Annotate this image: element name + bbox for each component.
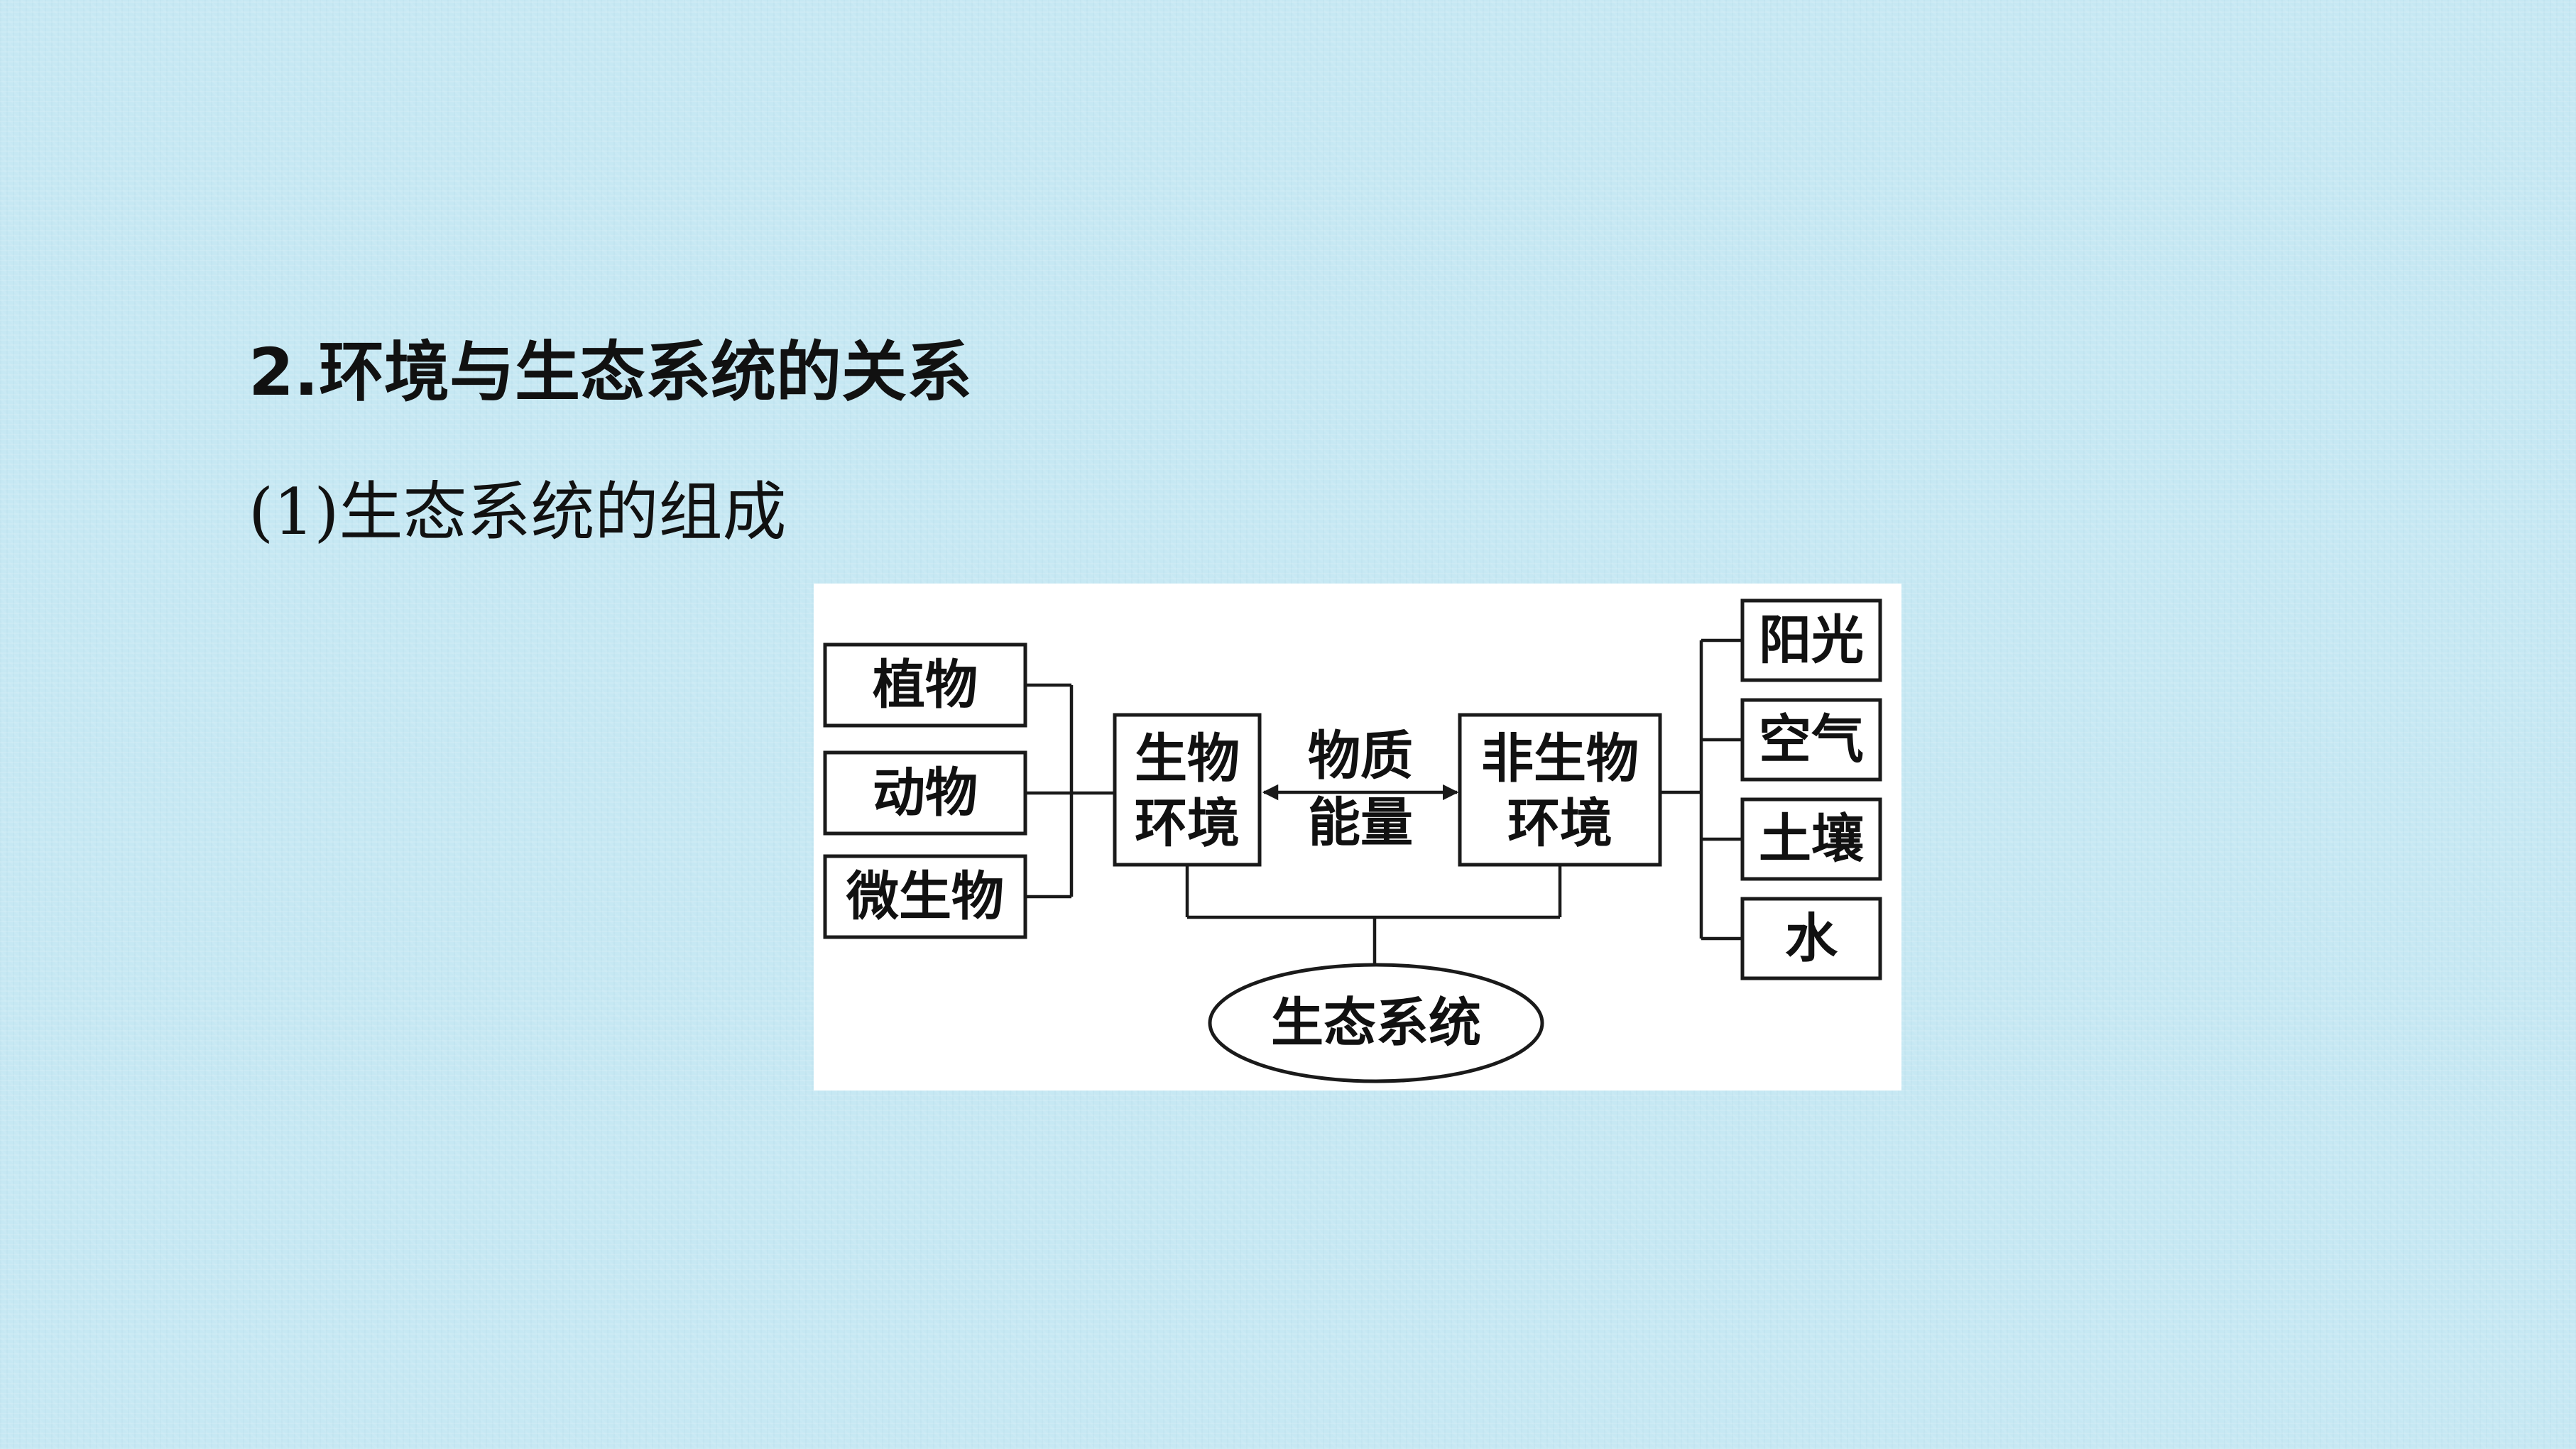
biotic-environment-box [1113,713,1262,867]
section-title: 2.环境与生态系统的关系 [249,334,972,410]
biotic-label-line1: 生物 [1135,728,1240,789]
air-label: 空气 [1759,709,1864,770]
ecosystem-ellipse [1208,963,1544,1083]
animals-box [823,750,1027,836]
animals-label: 动物 [873,762,978,824]
ecosystem-label: 生态系统 [1271,993,1481,1054]
abiotic-environment-box [1458,713,1662,867]
soil-box [1740,797,1882,881]
abiotic-label-line2: 环境 [1507,793,1612,854]
microbes-label: 微生物 [846,866,1004,927]
sunlight-label: 阳光 [1759,610,1864,671]
water-label: 水 [1785,908,1838,969]
soil-label: 土壤 [1759,809,1864,870]
diagram-canvas: 植物 动物 微生物 生物 环境 物质 能量 非生物 环境 阳光 空气 土壤 水 [823,598,1882,1083]
organisms-bracket [1025,683,1115,899]
abiotic-factors-bracket [1660,638,1742,941]
sunlight-box [1740,598,1882,682]
ecosystem-diagram: 植物 动物 微生物 生物 环境 物质 能量 非生物 环境 阳光 空气 土壤 水 [814,584,1901,1090]
plants-label: 植物 [873,655,978,716]
section-subtitle: (1)生态系统的组成 [249,475,787,549]
ecosystem-connector [1185,865,1562,963]
exchange-label-line1: 物质 [1308,726,1413,787]
microbes-box [823,854,1027,939]
exchange-label-line2: 能量 [1308,792,1413,853]
air-box [1740,698,1882,782]
biotic-label-line2: 环境 [1135,793,1240,854]
abiotic-label-line1: 非生物 [1481,728,1639,789]
water-box [1740,897,1882,980]
plants-box [823,643,1027,728]
